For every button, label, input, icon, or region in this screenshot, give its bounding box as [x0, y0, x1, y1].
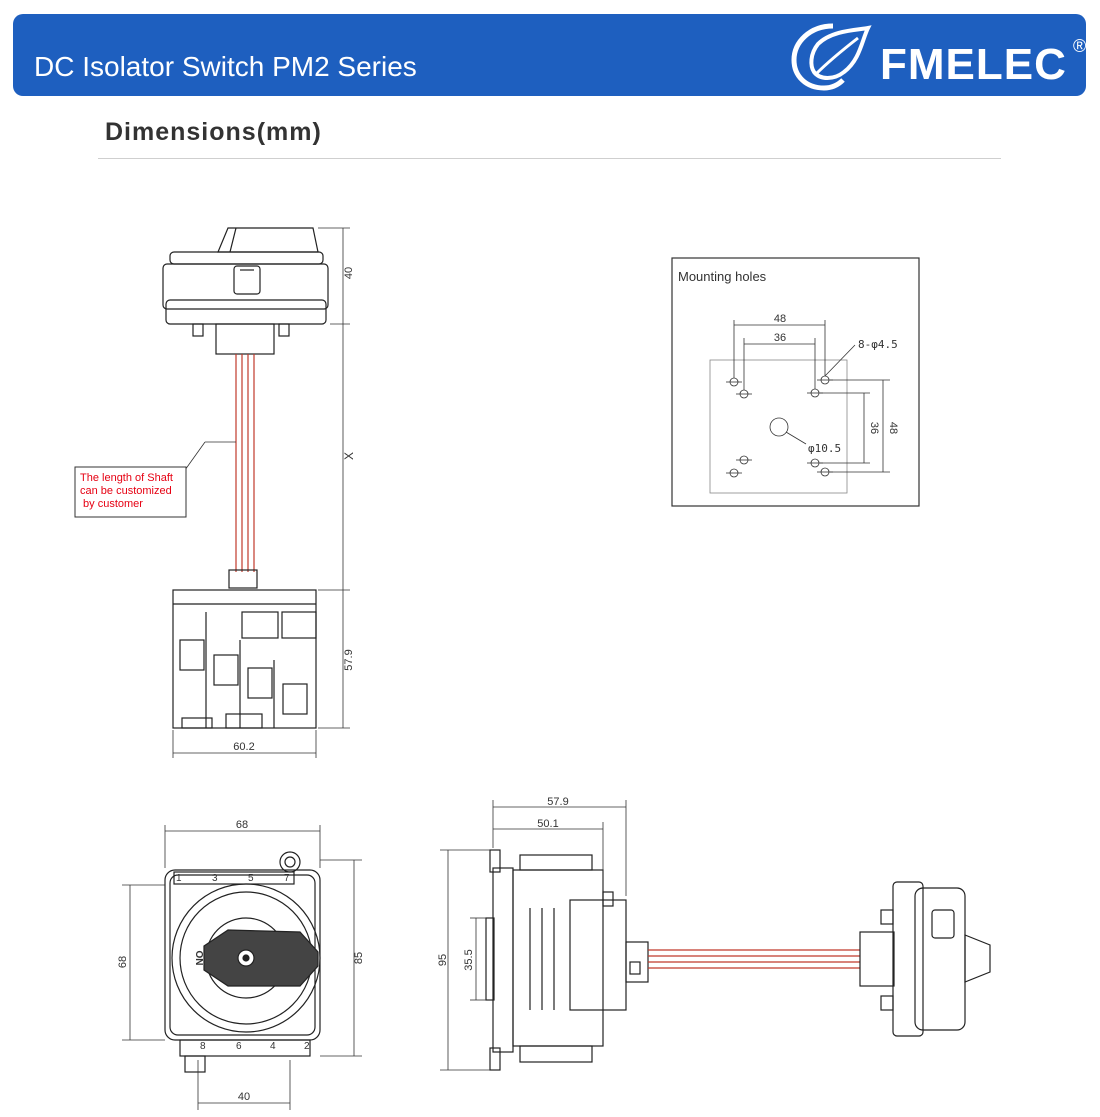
- side-dim-top: 40: [343, 267, 355, 279]
- section-divider: [98, 158, 1001, 159]
- terminal-bottom-6: 6: [236, 1041, 242, 1052]
- side-dim-shaft: X: [342, 452, 356, 460]
- front-terminal-labels: 1 3 5 7 8 6 4 2 ON: [176, 873, 310, 1052]
- terminal-top-3: 3: [212, 873, 218, 884]
- page-title: DC Isolator Switch PM2 Series: [34, 51, 417, 82]
- shaft-note: The length of Shaft can be customized by…: [74, 466, 187, 518]
- side-view-dimensions: [172, 227, 350, 758]
- front-view-drawing: [164, 851, 321, 1073]
- side-dim-body-width: 60.2: [233, 741, 254, 753]
- side-dim-body-height: 57.9: [343, 649, 355, 670]
- mount-dim-inner-h: 36: [774, 332, 786, 344]
- header-banner: DC Isolator Switch PM2 Series FMELEC ®: [13, 14, 1086, 96]
- registered-mark: ®: [1073, 36, 1087, 56]
- shaft-note-line-3: by customer: [80, 498, 143, 510]
- profile-dim-top-inner: 50.1: [537, 818, 558, 830]
- front-dim-height-inner: 68: [117, 956, 129, 968]
- front-dim-bottom: 40: [238, 1091, 250, 1103]
- mount-center-label: φ10.5: [808, 442, 841, 455]
- mounting-holes-frame: [671, 257, 920, 507]
- mount-dim-outer-v: 48: [887, 422, 899, 434]
- brand-logo: FMELEC ®: [788, 22, 1088, 92]
- mount-dim-outer-h: 48: [774, 313, 786, 325]
- front-dim-height-outer: 85: [353, 952, 365, 964]
- leaf-logo-icon: [791, 23, 872, 91]
- terminal-bottom-4: 4: [270, 1041, 276, 1052]
- shaft-note-box: [74, 466, 187, 518]
- terminal-top-7: 7: [284, 873, 290, 884]
- front-dim-width: 68: [236, 819, 248, 831]
- mount-dim-inner-v: 36: [868, 422, 880, 434]
- profile-dim-top-outer: 57.9: [547, 796, 568, 808]
- terminal-bottom-2: 2: [304, 1041, 310, 1052]
- terminal-bottom-8: 8: [200, 1041, 206, 1052]
- front-view-dimensions: [122, 825, 362, 1110]
- mounting-holes-panel: Mounting holes: [671, 257, 920, 507]
- profile-dim-inner-height: 35.5: [463, 949, 475, 970]
- switch-on-label: ON: [193, 951, 204, 966]
- shaft-note-line-1: The length of Shaft: [80, 472, 173, 484]
- shaft-note-line-2: can be customized: [80, 485, 172, 497]
- side-view-drawing: [162, 227, 329, 729]
- section-title: Dimensions(mm): [105, 118, 322, 146]
- brand-name: FMELEC: [880, 40, 1067, 89]
- mount-hole-label: 8-φ4.5: [858, 338, 898, 351]
- mounting-holes-title: Mounting holes: [678, 269, 767, 284]
- profile-view-drawing: [485, 849, 991, 1071]
- terminal-top-1: 1: [176, 873, 182, 884]
- terminal-top-5: 5: [248, 873, 254, 884]
- profile-dim-height: 95: [437, 954, 449, 966]
- profile-view-dimensions: [440, 800, 627, 1071]
